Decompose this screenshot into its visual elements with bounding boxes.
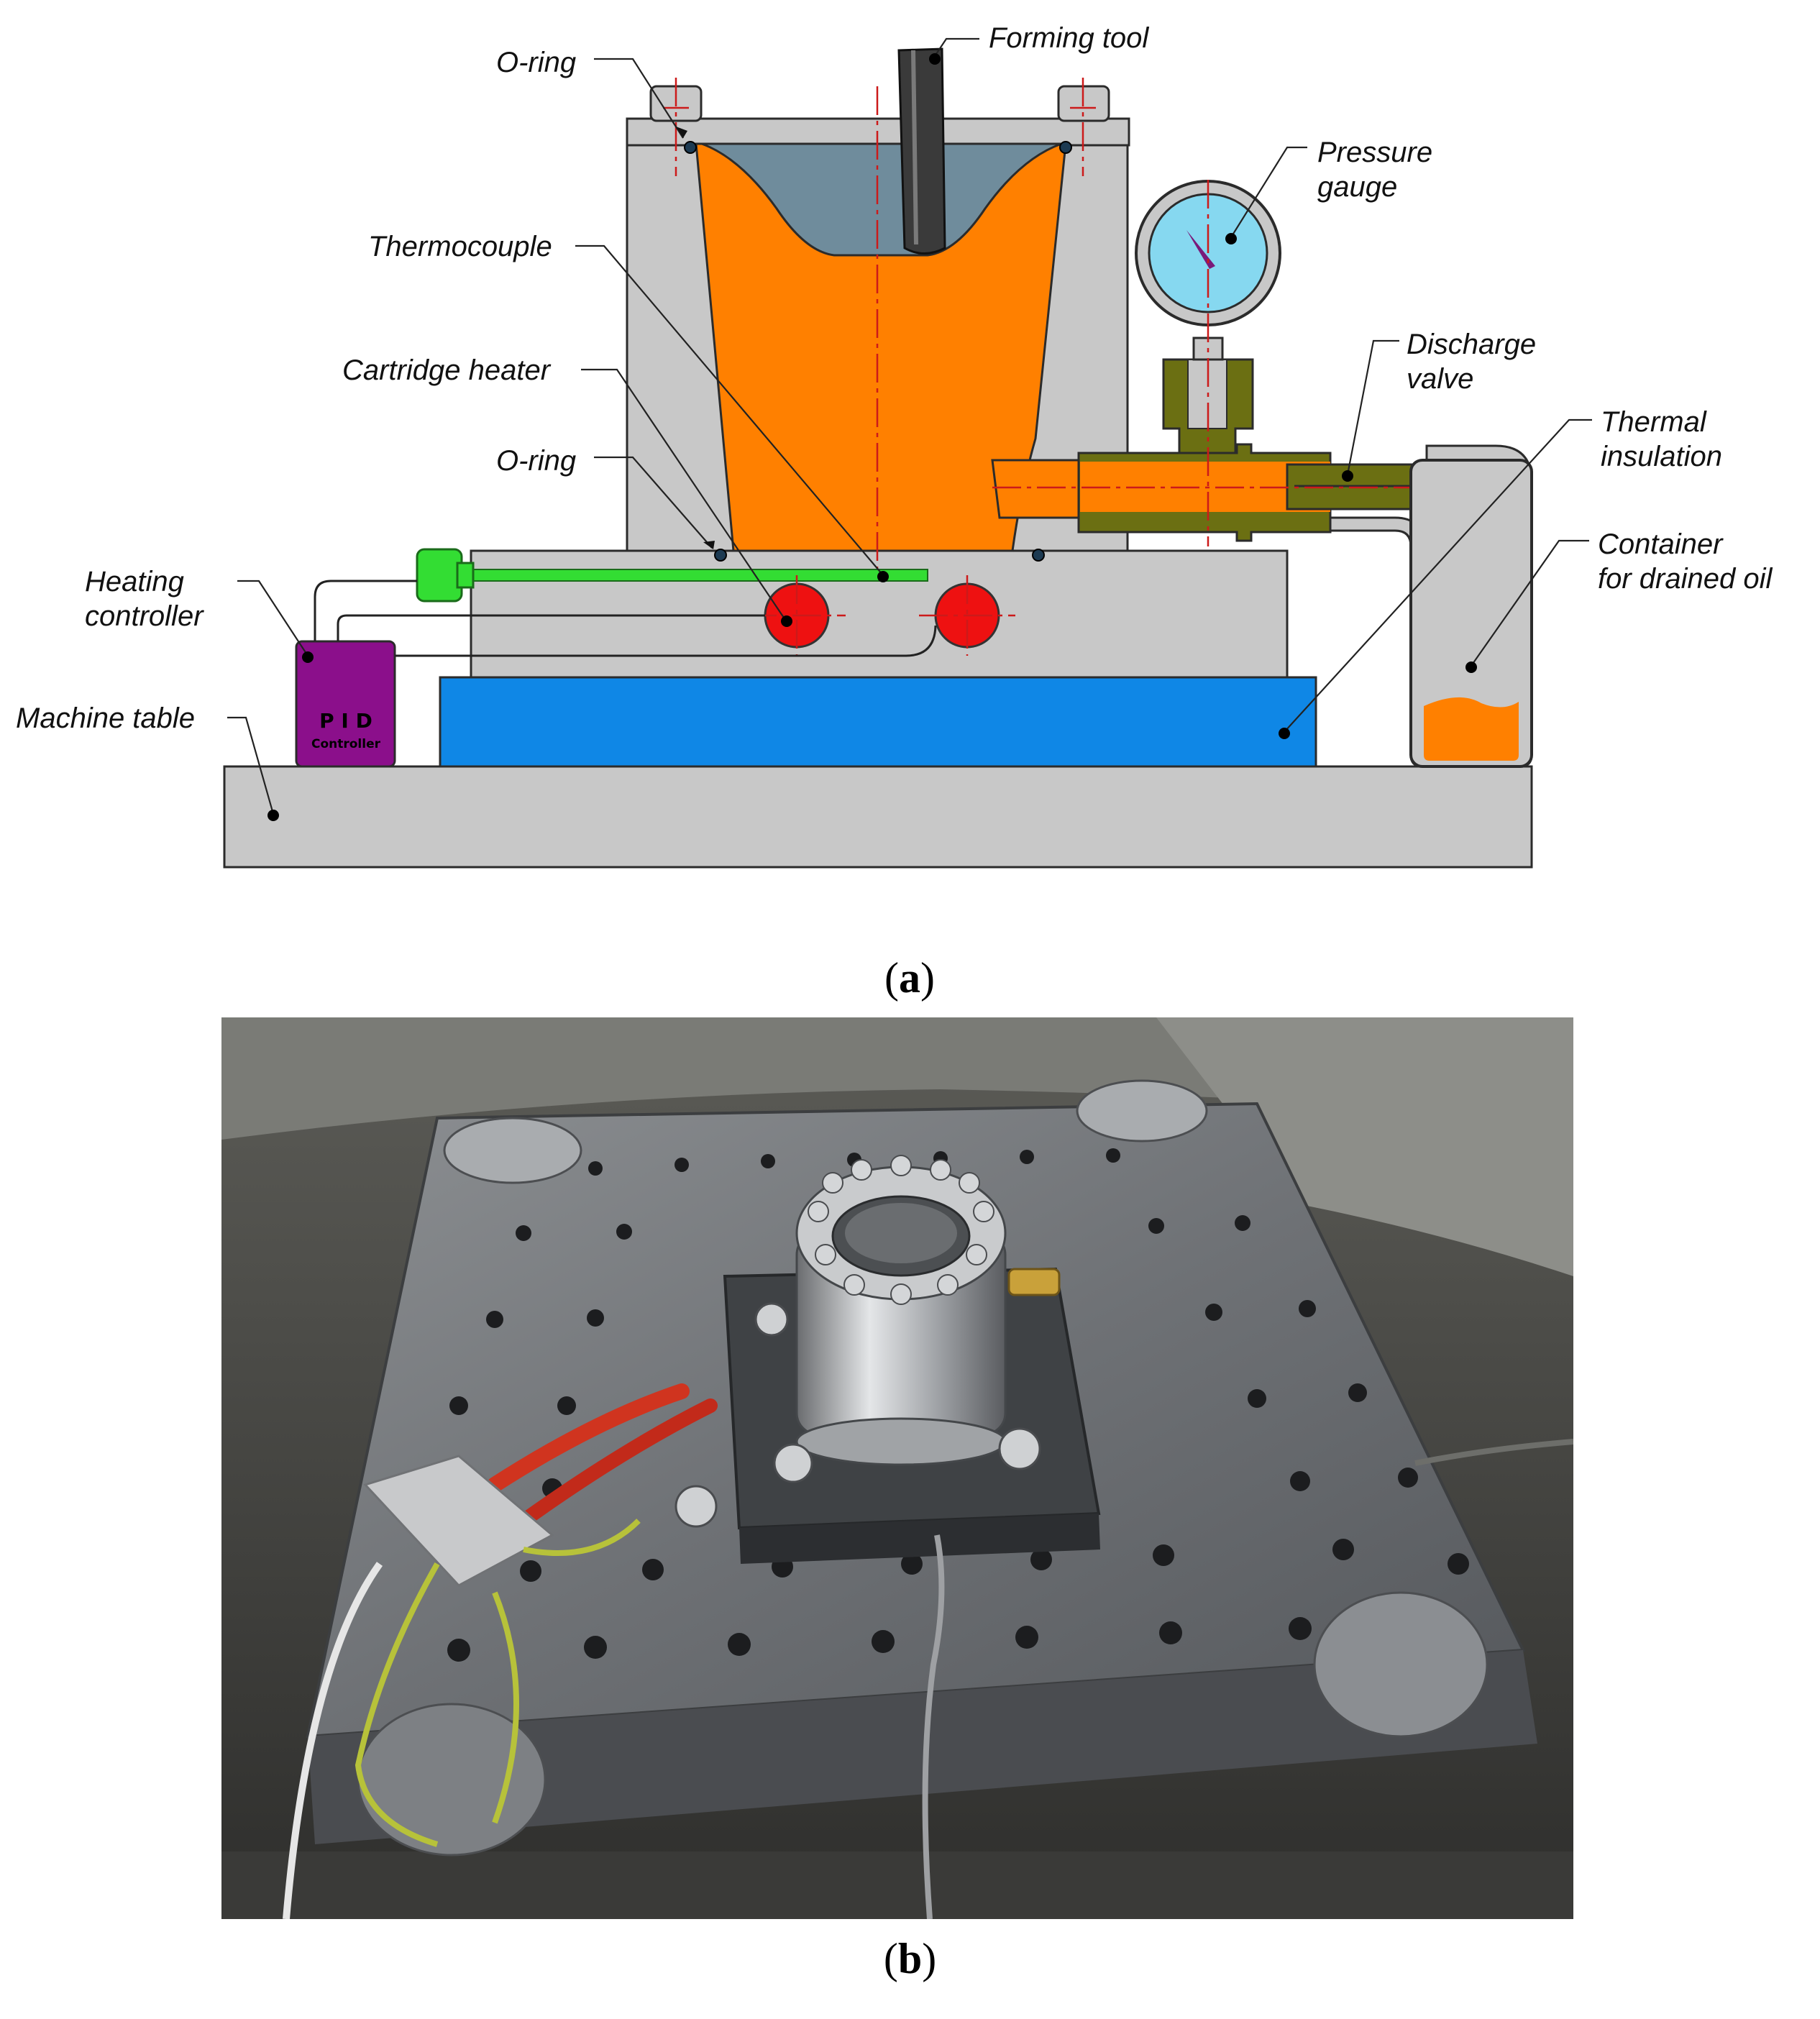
pid-text: P I D <box>319 709 372 733</box>
o-ring-top-right <box>1059 141 1072 154</box>
thermal-insulation-plate <box>439 676 1317 768</box>
forming-tool <box>897 47 946 255</box>
o-ring-top-left <box>684 141 697 154</box>
clamp-pad-1 <box>443 1117 582 1184</box>
pid-subtext: Controller <box>311 737 381 751</box>
brass-fitting <box>1007 1268 1061 1296</box>
label-forming-tool: Forming tool <box>989 22 1149 54</box>
junction-box <box>363 1455 554 1587</box>
o-ring-bottom-right <box>1032 549 1045 562</box>
subfigure-label-a: (a) <box>884 954 935 1002</box>
pid-controller <box>295 640 396 768</box>
label-machine-table: Machine table <box>16 702 195 734</box>
label-o-ring-bottom: O-ring <box>496 445 576 477</box>
machine-table <box>223 765 1533 869</box>
power-cable <box>283 1562 383 1919</box>
setup-photo <box>221 1017 1573 1919</box>
plate-holes <box>420 1148 1469 1662</box>
subfigure-label-b: (b) <box>883 1935 937 1982</box>
thermocouple-cable <box>922 1534 945 1919</box>
clamp-pad-3 <box>1313 1591 1489 1738</box>
thermocouple-probe <box>470 569 928 582</box>
label-o-ring-top: O-ring <box>496 47 576 78</box>
workpiece-cup <box>701 142 1062 257</box>
thermocouple-connector <box>416 548 463 603</box>
label-thermocouple: Thermocouple <box>368 231 552 262</box>
o-ring-bottom-left <box>714 549 727 562</box>
label-cartridge-heater: Cartridge heater <box>342 354 552 386</box>
drained-oil <box>1424 697 1519 761</box>
clamp-pad-2 <box>1076 1079 1208 1143</box>
heater-cables <box>487 1383 690 1493</box>
schematic-diagram: P I D Controller O-ring Forming tool Pre… <box>16 22 1773 1002</box>
